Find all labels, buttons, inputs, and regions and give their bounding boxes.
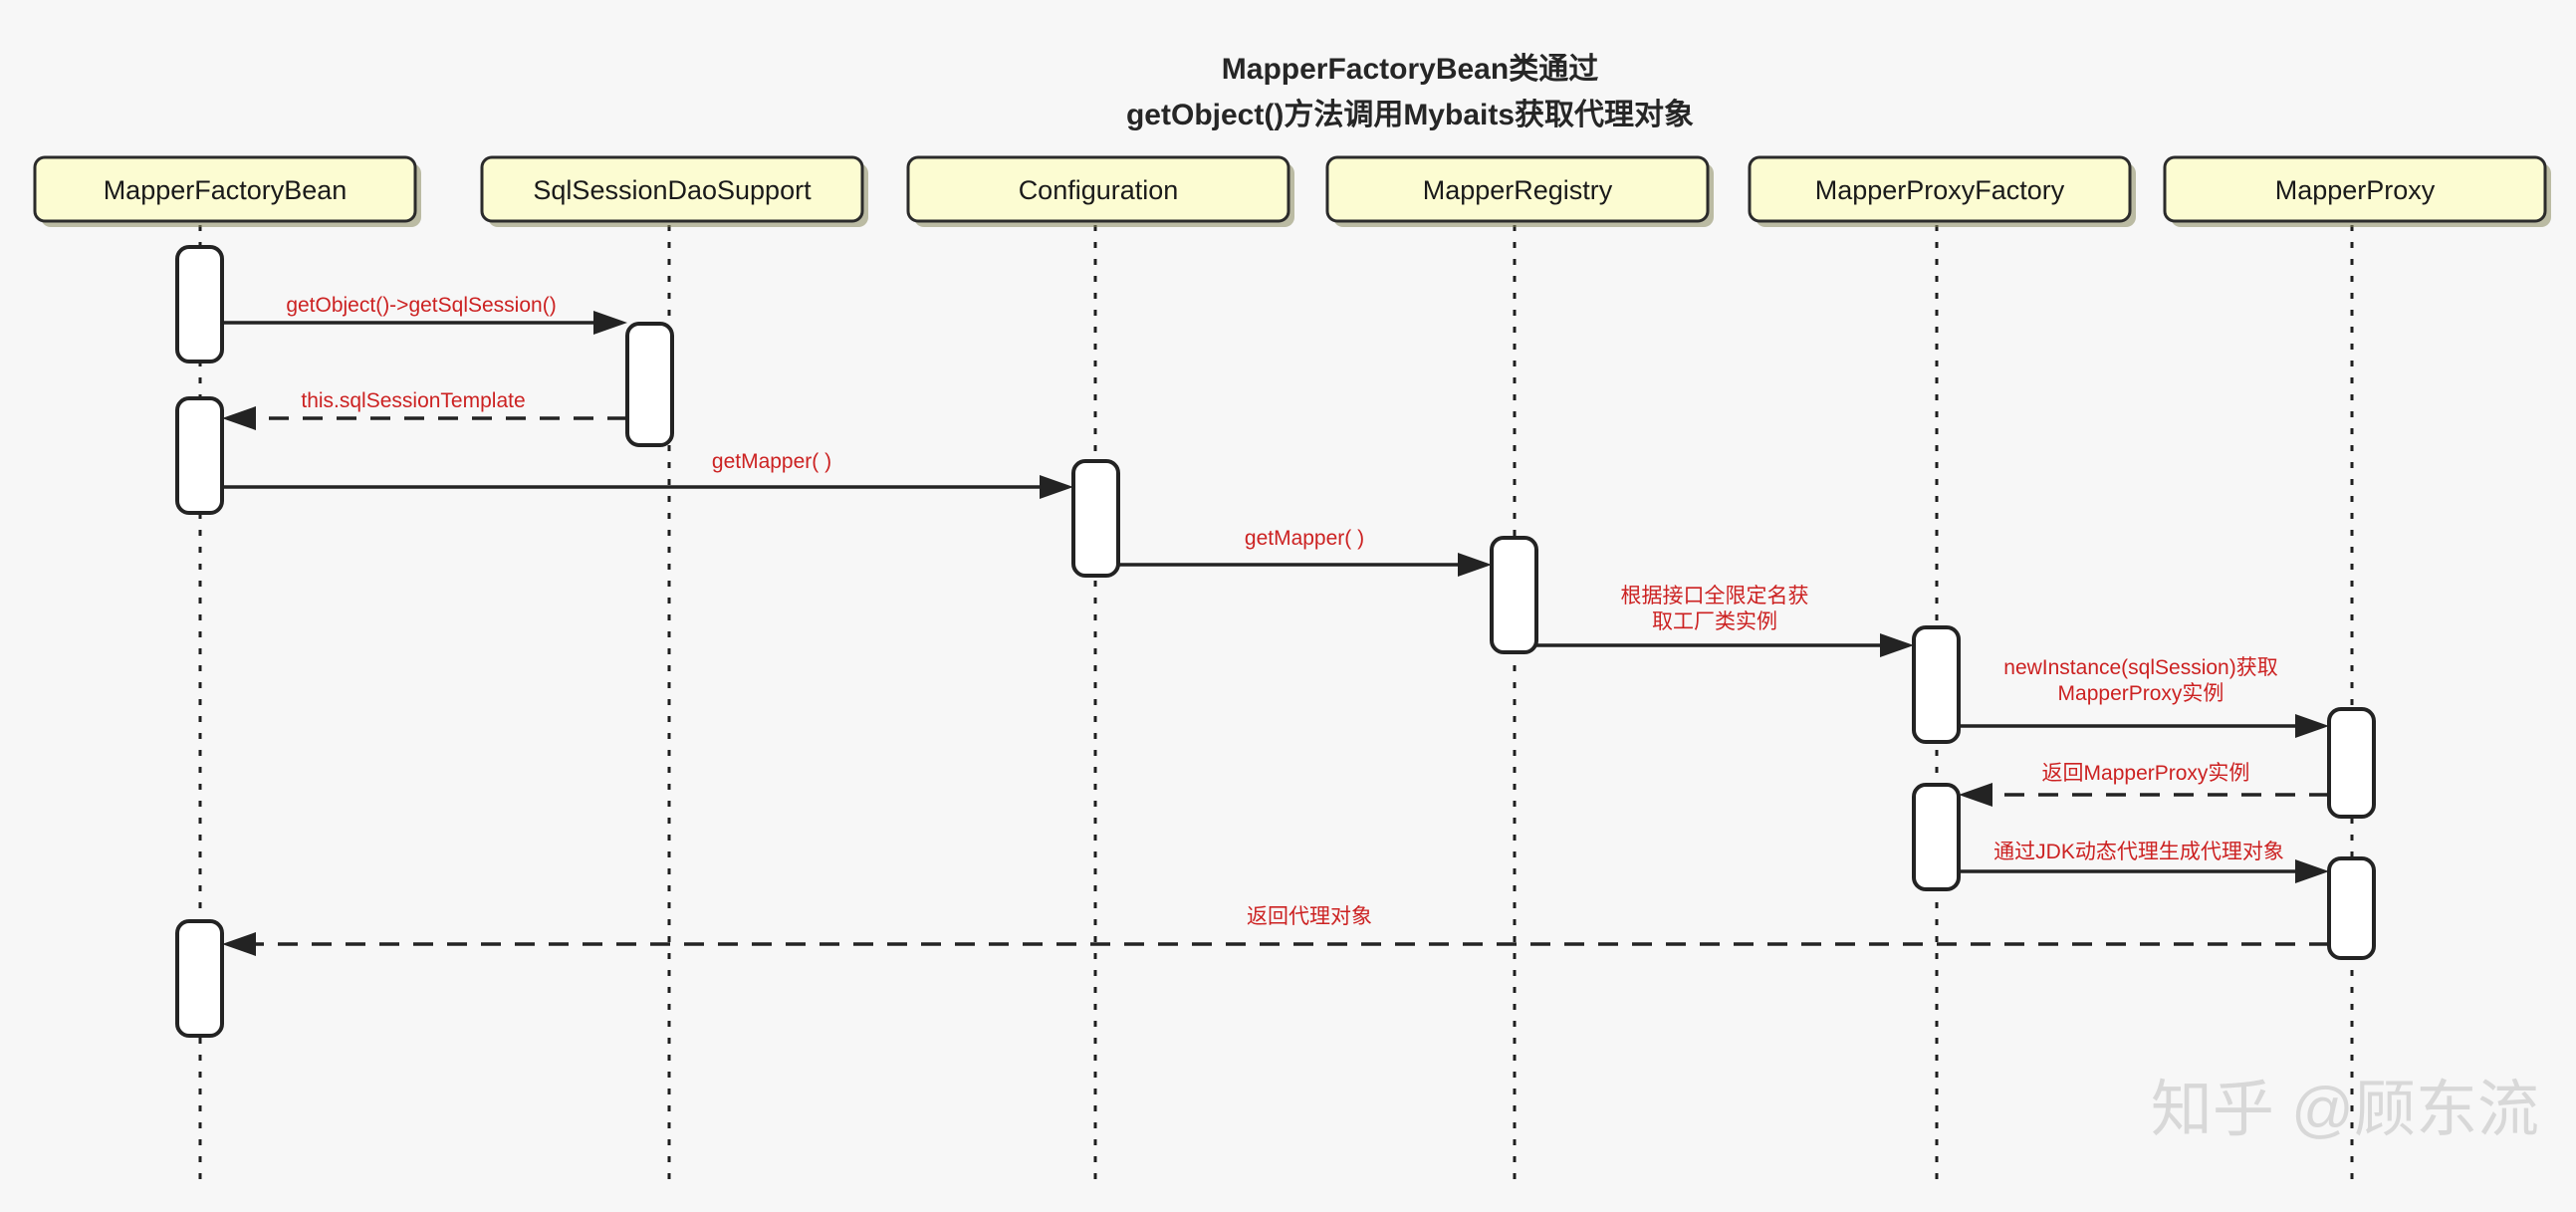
participant-box[interactable] bbox=[33, 155, 417, 223]
arrowhead bbox=[222, 406, 256, 430]
watermark: 知乎 @顾东流 bbox=[2151, 1076, 2539, 1144]
message-m3: getMapper( ) bbox=[222, 450, 1073, 499]
message-label: 返回MapperProxy实例 bbox=[2042, 762, 2250, 785]
arrowhead bbox=[593, 311, 627, 335]
participant-box[interactable] bbox=[1748, 155, 2132, 223]
participant-configuration[interactable]: Configuration bbox=[906, 155, 1294, 227]
participant-label: MapperProxyFactory bbox=[1815, 175, 2065, 205]
message-m6: newInstance(sqlSession)获取 MapperProxy实例 bbox=[1959, 656, 2329, 738]
participant-box[interactable] bbox=[2163, 155, 2547, 223]
participant-label: MapperFactoryBean bbox=[104, 175, 348, 205]
message-label: this.sqlSessionTemplate bbox=[301, 389, 525, 412]
participant-mapperproxy[interactable]: MapperProxy bbox=[2163, 155, 2551, 227]
title-line-1: MapperFactoryBean类通过 bbox=[1222, 53, 1598, 86]
activation-sqlsessiondaosupport-1 bbox=[625, 322, 674, 447]
activation-mapperproxyfactory-2 bbox=[1912, 783, 1961, 891]
participant-box[interactable] bbox=[1325, 155, 1710, 223]
message-label: getMapper( ) bbox=[712, 450, 831, 473]
message-m1: getObject()->getSqlSession() bbox=[222, 294, 627, 335]
arrowhead bbox=[1959, 783, 1992, 807]
participant-mapperproxyfactory[interactable]: MapperProxyFactory bbox=[1748, 155, 2136, 227]
message-label-line2: MapperProxy实例 bbox=[2058, 682, 2225, 705]
message-label: getObject()->getSqlSession() bbox=[286, 294, 556, 317]
participant-mapperregistry[interactable]: MapperRegistry bbox=[1325, 155, 1714, 227]
activation-mapperregistry-1 bbox=[1490, 536, 1538, 654]
message-m8: 通过JDK动态代理生成代理对象 bbox=[1959, 841, 2329, 883]
activation-configuration-1 bbox=[1071, 459, 1120, 578]
participant-label: MapperProxy bbox=[2275, 175, 2436, 205]
message-m5: 根据接口全限定名获 取工厂类实例 bbox=[1536, 585, 1914, 657]
message-m4: getMapper( ) bbox=[1118, 527, 1492, 577]
message-label-line1: 根据接口全限定名获 bbox=[1621, 585, 1809, 607]
arrowhead bbox=[1040, 475, 1073, 499]
activation-mapperfactorybean-2 bbox=[175, 396, 224, 515]
participant-mapperfactorybean[interactable]: MapperFactoryBean bbox=[33, 155, 421, 227]
activation-mapperfactorybean-1 bbox=[175, 245, 224, 364]
message-label-line1: newInstance(sqlSession)获取 bbox=[2003, 656, 2277, 679]
activation-mapperproxy-1 bbox=[2327, 707, 2376, 819]
arrowhead bbox=[2295, 714, 2329, 738]
arrowhead bbox=[1880, 633, 1914, 657]
lifelines-group bbox=[198, 225, 2354, 1180]
arrowhead bbox=[2295, 859, 2329, 883]
arrowhead bbox=[1458, 553, 1492, 577]
activation-bars-group bbox=[175, 245, 2376, 1038]
message-label: getMapper( ) bbox=[1245, 527, 1364, 550]
participant-sqlsessiondaosupport[interactable]: SqlSessionDaoSupport bbox=[480, 155, 868, 227]
activation-mapperproxy-2 bbox=[2327, 856, 2376, 960]
arrowhead bbox=[222, 932, 256, 956]
activation-mapperproxyfactory-1 bbox=[1912, 625, 1961, 744]
participant-label: MapperRegistry bbox=[1423, 175, 1613, 205]
message-m7: 返回MapperProxy实例 bbox=[1959, 762, 2329, 807]
message-m2: this.sqlSessionTemplate bbox=[222, 389, 627, 430]
message-label-line2: 取工厂类实例 bbox=[1652, 610, 1777, 633]
message-label: 返回代理对象 bbox=[1247, 905, 1372, 928]
participant-box[interactable] bbox=[906, 155, 1290, 223]
participant-label: Configuration bbox=[1019, 175, 1179, 205]
diagram-title: MapperFactoryBean类通过 getObject()方法调用Myba… bbox=[1126, 53, 1694, 131]
activation-mapperfactorybean-3 bbox=[175, 919, 224, 1038]
message-m9: 返回代理对象 bbox=[222, 905, 2329, 956]
participant-label: SqlSessionDaoSupport bbox=[533, 175, 812, 205]
participant-box[interactable] bbox=[480, 155, 864, 223]
title-line-2: getObject()方法调用Mybaits获取代理对象 bbox=[1126, 98, 1694, 131]
message-label: 通过JDK动态代理生成代理对象 bbox=[1993, 841, 2284, 863]
